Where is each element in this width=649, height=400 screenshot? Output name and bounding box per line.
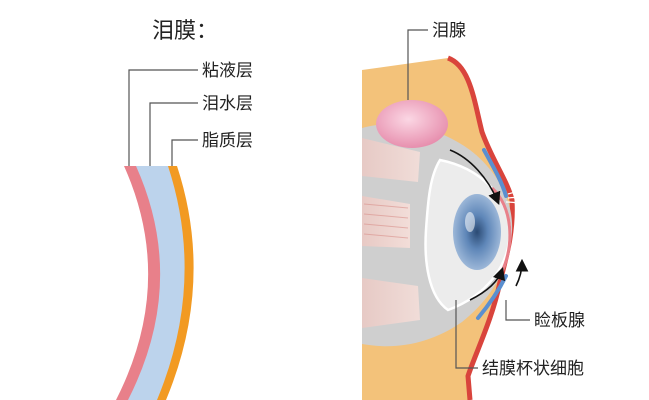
middle-muscle [362, 196, 410, 248]
iris-highlight [465, 212, 475, 232]
eye-leader-lines [407, 29, 530, 369]
iris [453, 194, 501, 270]
lacrimal-gland-label: 泪腺 [432, 21, 466, 41]
mucin-layer-label: 粘液层 [202, 61, 253, 81]
muscle-fibers [363, 203, 409, 239]
goblet-cells-leader-line [455, 300, 478, 369]
lacrimal-gland-leader-line [407, 29, 428, 100]
diagram-title: 泪膜： [152, 19, 218, 44]
tear-film-cross-section [116, 166, 194, 400]
goblet-cells-label: 结膜杯状细胞 [482, 359, 584, 379]
eye-cross-section [362, 55, 547, 400]
layer-leader-lines [128, 69, 198, 166]
skin-edge [446, 55, 515, 400]
lacrimal-gland [376, 100, 448, 148]
meibomian-gland-label: 睑板腺 [534, 311, 585, 331]
mucin-leader-line [128, 69, 198, 166]
meibomian-gland-leader-line [505, 300, 530, 321]
lipid-leader-line [171, 139, 198, 166]
upper-muscle [362, 138, 420, 182]
aqueous-leader-line [149, 102, 198, 166]
tear-flow-arrow-lower [469, 266, 506, 301]
lipid-layer-label: 脂质层 [202, 131, 253, 151]
eyelashes [505, 191, 547, 215]
tear-flow-arrow-lid [515, 258, 529, 287]
lower-muscle [362, 278, 420, 328]
aqueous-layer-label: 泪水层 [202, 94, 253, 114]
mucin-layer [116, 166, 161, 400]
upper-meibomian-gland [482, 148, 508, 198]
lipid-layer [157, 166, 194, 400]
tear-flow-arrow-upper [449, 149, 501, 205]
